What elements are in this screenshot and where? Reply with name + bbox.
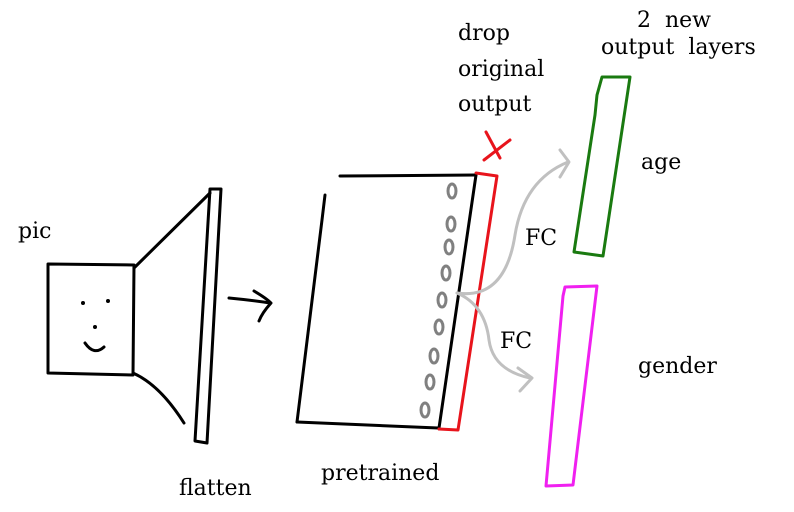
flatten-vector [193,187,223,445]
gender-output-layer [544,284,599,488]
pretrained-label: pretrained [321,461,439,486]
age-output-layer [572,75,632,258]
drop-label-line1: drop [458,21,510,46]
last-layer-neurons [419,182,458,419]
fc-arrow-to-age [455,148,571,296]
dropped-output-layer [437,171,499,432]
age-label: age [641,150,681,175]
fc-arrow-to-gender [455,291,534,393]
new-layers-label-line2: output layers [601,35,756,60]
drop-label-line2: original [458,57,544,82]
fc-label-top: FC [525,226,557,251]
gender-label: gender [638,354,717,379]
funnel-lines [131,191,212,425]
flatten-label: flatten [179,476,252,501]
drop-x-mark [482,130,512,162]
new-layers-label-line1: 2 new [637,8,711,33]
pic-label: pic [18,219,51,244]
pretrained-network [295,173,478,430]
drop-label-line3: output [458,92,532,117]
input-picture [46,262,136,377]
fc-label-bottom: FC [500,329,532,354]
flatten-to-pretrained-arrow [227,289,273,323]
